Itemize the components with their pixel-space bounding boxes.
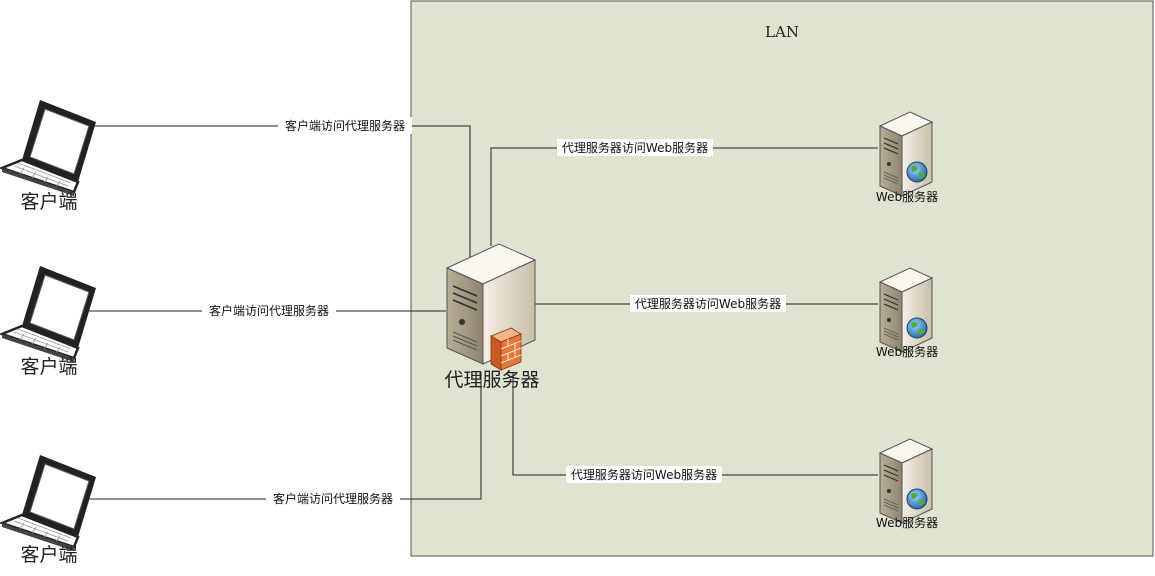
connector-proxy-web-3: [512, 372, 878, 476]
connector-client-3-proxy: [50, 372, 482, 500]
edge-label-client-1: 客户端访问代理服务器: [285, 118, 405, 133]
web-server-node-1: Web服务器: [876, 111, 938, 204]
proxy-label: 代理服务器: [444, 369, 539, 391]
server-globe-icon: [879, 267, 933, 353]
proxy-server-node: 代理服务器: [444, 243, 540, 391]
server-globe-icon: [879, 438, 933, 524]
edge-label-web-2: 代理服务器访问Web服务器: [635, 296, 781, 311]
connector-proxy-web-1: [490, 147, 878, 246]
client-label: 客户端: [20, 544, 77, 566]
laptop-icon: [0, 98, 98, 198]
client-label: 客户端: [20, 356, 77, 378]
laptop-icon: [0, 264, 98, 364]
web-server-label: Web服务器: [876, 344, 938, 359]
client-node-3: 客户端: [0, 453, 98, 566]
edge-label-client-3: 客户端访问代理服务器: [273, 491, 393, 506]
web-server-label: Web服务器: [876, 515, 938, 530]
connector-client-1-proxy: [86, 125, 471, 262]
server-globe-icon: [879, 111, 933, 197]
edge-label-client-2: 客户端访问代理服务器: [209, 303, 329, 318]
edge-label-web-1: 代理服务器访问Web服务器: [562, 140, 708, 155]
lan-label: LAN: [765, 23, 799, 41]
web-server-node-2: Web服务器: [876, 267, 938, 359]
web-server-node-3: Web服务器: [876, 438, 938, 530]
client-label: 客户端: [20, 191, 77, 213]
laptop-icon: [0, 453, 98, 553]
client-node-2: 客户端: [0, 264, 98, 378]
web-server-label: Web服务器: [876, 189, 938, 204]
edge-label-web-3: 代理服务器访问Web服务器: [571, 467, 717, 482]
client-node-1: 客户端: [0, 98, 98, 213]
